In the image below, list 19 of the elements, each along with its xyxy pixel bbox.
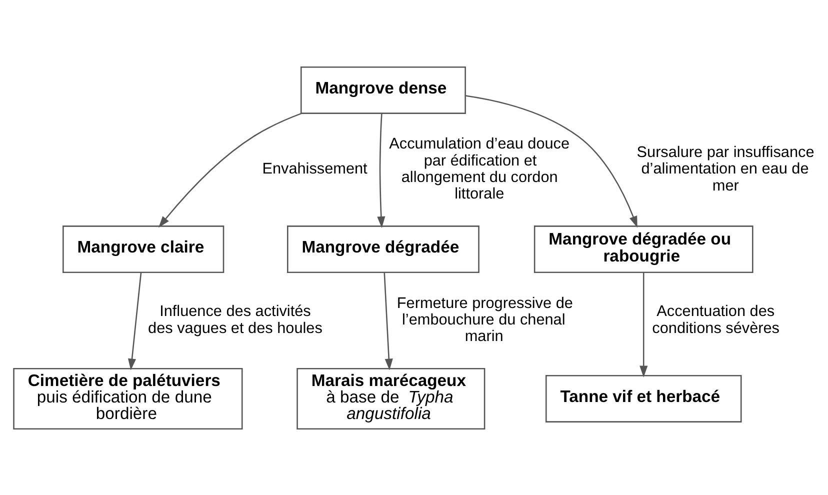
node-box: Cimetière de palétuviers puis édification de dune bordière: [13, 367, 243, 430]
edge-label: Sursalure par insuffisance d’alimentation en eau de mer: [636, 144, 814, 194]
arrow: [128, 272, 142, 370]
edge-label: Accumulation d’eau douce par édification et allongement du cordon littorale: [389, 135, 570, 202]
node-box: Mangrove dégradée ou rabougrie: [534, 225, 754, 273]
node-box: Mangrove dégradée: [287, 225, 480, 273]
edge-label: Accentuation des conditions sévères: [652, 302, 780, 336]
arrow: [466, 94, 638, 228]
arrow: [640, 272, 648, 377]
arrow: [158, 112, 302, 228]
node-box: Tanne vif et herbacé: [545, 374, 742, 422]
edge-label: Fermeture progressive de l’embouchure du chenal marin: [396, 294, 573, 345]
node-box: Marais marécageux à base de Typha angustifolia: [296, 367, 486, 430]
node-box: Mangrove claire: [62, 225, 224, 273]
edge-label: Envahissement: [262, 160, 368, 178]
node-box: Mangrove dense: [300, 66, 466, 114]
arrow: [377, 112, 386, 228]
arrow: [384, 272, 393, 370]
edge-label: Influence des activités des vagues et des houles: [148, 302, 322, 336]
